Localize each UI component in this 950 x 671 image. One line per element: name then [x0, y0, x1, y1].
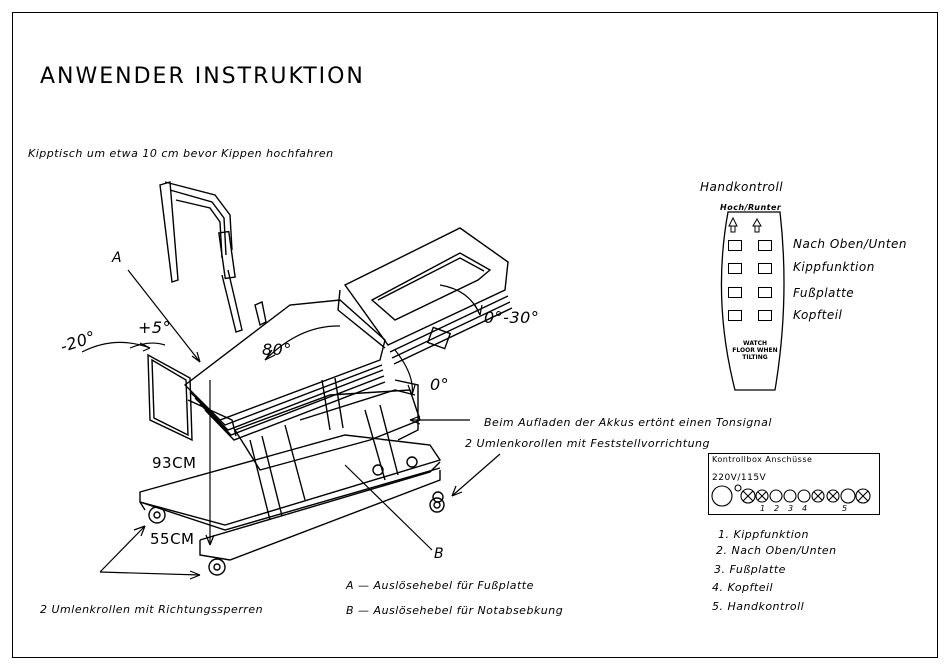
- port-list-item-1: 1. Kippfunktion: [718, 528, 809, 541]
- port-label-4: 4: [802, 504, 808, 513]
- up-down-right-button[interactable]: [758, 240, 772, 251]
- port-label-1: 1: [760, 504, 766, 513]
- up-down-left-button[interactable]: [728, 240, 742, 251]
- drawing-frame: [12, 12, 938, 658]
- page-title: ANWENDER INSTRUKTION: [40, 64, 365, 89]
- kontrollbox-voltage: 220V/115V: [712, 473, 767, 483]
- handkontroll-item-3: Fußplatte: [793, 286, 855, 300]
- port-list-item-2: 2. Nach Oben/Unten: [716, 544, 837, 557]
- port-list-item-5: 5. Handkontroll: [712, 600, 805, 613]
- handkontroll-item-4: Kopfteil: [793, 308, 843, 322]
- rear-castors-note: 2 Umlenkorollen mit Feststellvorrichtung: [465, 437, 711, 450]
- label-93cm: 93CM: [152, 454, 197, 472]
- label-0-30deg: 0°-30°: [484, 308, 540, 327]
- port-label-5: 5: [842, 504, 848, 513]
- handkontroll-item-1: Nach Oben/Unten: [793, 237, 908, 251]
- tilt-left-button[interactable]: [728, 263, 742, 274]
- lift-note: Kipptisch um etwa 10 cm bevor Kippen hoc…: [28, 147, 334, 160]
- port-label-3: 3: [788, 504, 794, 513]
- headrest-right-button[interactable]: [758, 310, 772, 321]
- label-a: A: [112, 250, 123, 266]
- footplate-right-button[interactable]: [758, 287, 772, 298]
- label-b: B: [434, 546, 445, 562]
- tilt-right-button[interactable]: [758, 263, 772, 274]
- handkontroll-item-2: Kippfunktion: [793, 260, 875, 274]
- label-80deg: 80°: [262, 340, 292, 359]
- label-pos5: +5°: [138, 318, 172, 337]
- kontrollbox-title: Kontrollbox Anschüsse: [712, 455, 813, 464]
- port-list-item-3: 3. Fußplatte: [714, 563, 786, 576]
- tilt-warning: WATCH FLOOR WHEN TILTING: [732, 340, 778, 361]
- label-55cm: 55CM: [150, 530, 195, 548]
- port-list-item-4: 4. Kopfteil: [712, 581, 774, 594]
- handkontroll-header: Hoch/Runter: [720, 203, 782, 212]
- legend-b: B — Auslösehebel für Notabsebkung: [346, 604, 564, 617]
- headrest-left-button[interactable]: [728, 310, 742, 321]
- legend-a: A — Auslösehebel für Fußplatte: [346, 579, 534, 592]
- port-label-2: 2: [774, 504, 780, 513]
- battery-note: Beim Aufladen der Akkus ertönt einen Ton…: [484, 416, 772, 429]
- handkontroll-title: Handkontroll: [700, 180, 784, 194]
- kontrollbox-panel: [708, 453, 880, 515]
- label-0deg: 0°: [430, 375, 450, 394]
- front-castors-note: 2 Umlenkrollen mit Richtungssperren: [40, 603, 264, 616]
- footplate-left-button[interactable]: [728, 287, 742, 298]
